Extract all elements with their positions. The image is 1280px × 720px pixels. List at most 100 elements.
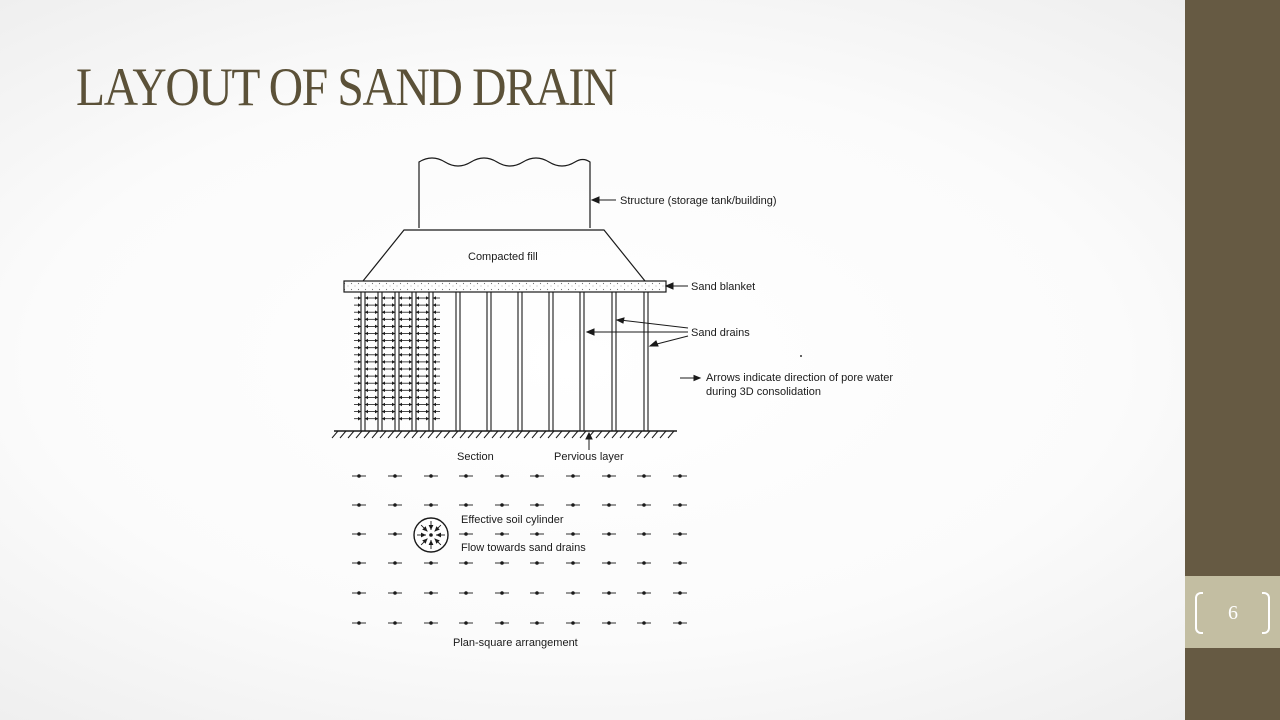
pore-water-arrow <box>433 345 440 350</box>
plan-drain-symbol <box>388 621 402 625</box>
pore-water-arrow <box>399 317 412 322</box>
pore-water-arrow <box>433 395 440 400</box>
radial-flow-arrow <box>436 532 445 538</box>
pore-water-arrow <box>365 324 378 329</box>
sand-blanket <box>343 280 667 293</box>
pore-water-arrow <box>354 338 361 343</box>
plan-drain-symbol <box>495 561 509 565</box>
plan-drain-symbol <box>530 503 544 507</box>
sand-drain <box>486 292 492 431</box>
pore-water-arrow <box>399 353 412 357</box>
sand-drain <box>360 292 366 431</box>
plan-drain-symbol <box>673 621 687 625</box>
sand-drains-label: Sand drains <box>691 327 750 339</box>
hatch-mark <box>427 430 435 439</box>
hatch-mark <box>379 430 387 439</box>
plan-drain-symbol <box>530 621 544 625</box>
pore-water-arrow <box>416 296 429 300</box>
pore-water-arrow <box>433 374 440 378</box>
effective-soil-cylinder <box>413 517 449 553</box>
hatch-mark <box>667 430 675 439</box>
plan-drain-symbol <box>673 474 687 478</box>
plan-drain-symbol <box>459 591 473 595</box>
sand-drain <box>611 292 617 431</box>
pore-water-arrow <box>416 331 429 336</box>
plan-drain-symbol <box>530 474 544 478</box>
pointer-pervious-layer <box>585 431 593 450</box>
radial-flow-arrow <box>428 521 434 530</box>
pore-water-arrow <box>433 388 440 393</box>
hatch-mark <box>563 430 571 439</box>
sand-drain <box>411 292 417 431</box>
sand-drain <box>517 292 523 431</box>
hatch-mark <box>571 430 579 439</box>
sand-drain <box>548 292 554 431</box>
pore-water-arrow <box>399 416 412 421</box>
plan-drain-symbol <box>424 503 438 507</box>
plan-drain-symbol <box>637 561 651 565</box>
plan-drain-symbol <box>602 591 616 595</box>
plan-drain-symbol <box>388 561 402 565</box>
plan-drain-symbol <box>530 591 544 595</box>
pore-water-arrow <box>354 324 361 329</box>
pore-water-arrow <box>416 303 429 307</box>
hatch-mark <box>443 430 451 439</box>
pore-water-arrow <box>354 345 361 350</box>
pore-water-arrow <box>382 409 395 414</box>
plan-drain-symbol <box>637 503 651 507</box>
pore-water-arrow <box>433 296 440 300</box>
plan-drain-symbol <box>424 591 438 595</box>
page-bracket-left <box>1195 592 1203 634</box>
pore-water-arrow <box>399 402 412 407</box>
pore-water-arrow <box>382 367 395 371</box>
hatch-mark <box>451 430 459 439</box>
stray-dot <box>800 355 802 357</box>
pore-water-arrow <box>416 353 429 357</box>
pore-water-arrow <box>399 367 412 371</box>
plan-drain-symbol <box>495 474 509 478</box>
pointer-structure <box>590 196 616 204</box>
pore-water-arrow <box>382 296 395 300</box>
compacted-fill-label: Compacted fill <box>468 251 538 263</box>
sand-drain <box>455 292 461 431</box>
ground-hatching <box>331 430 675 439</box>
hatch-mark <box>331 430 339 439</box>
pore-water-arrow <box>365 402 378 407</box>
pore-water-arrow <box>382 331 395 336</box>
plan-drain-symbol <box>495 503 509 507</box>
plan-drain-symbol <box>388 474 402 478</box>
pore-water-arrow <box>416 388 429 393</box>
sand-blanket-label: Sand blanket <box>691 281 755 293</box>
pore-water-arrow <box>354 409 361 414</box>
effective-soil-cylinder-label: Effective soil cylinder <box>461 514 564 526</box>
pore-water-arrow <box>382 388 395 393</box>
pore-water-arrow <box>354 353 361 357</box>
plan-drain-symbol <box>602 621 616 625</box>
hatch-mark <box>491 430 499 439</box>
hatch-mark <box>635 430 643 439</box>
plan-drain-symbol <box>602 474 616 478</box>
plan-drain-symbol <box>602 561 616 565</box>
pore-water-arrow <box>399 296 412 300</box>
pore-water-arrow <box>365 310 378 314</box>
pore-water-arrow <box>399 381 412 385</box>
pointer-sand-blanket <box>664 282 688 290</box>
plan-drain-symbol <box>352 474 366 478</box>
pore-water-arrow <box>365 345 378 350</box>
hatch-mark <box>459 430 467 439</box>
hatch-mark <box>539 430 547 439</box>
pore-water-arrows <box>354 296 440 421</box>
page-bracket-right <box>1262 592 1270 634</box>
plan-drain-symbol <box>424 621 438 625</box>
pore-water-arrow <box>416 367 429 371</box>
pore-water-arrow <box>354 317 361 322</box>
hatch-mark <box>507 430 515 439</box>
sand-drain <box>643 292 649 431</box>
plan-drain-symbol <box>602 503 616 507</box>
plan-drain-symbol <box>459 503 473 507</box>
pore-water-arrow <box>365 338 378 343</box>
pore-water-arrow <box>382 374 395 378</box>
hatch-mark <box>435 430 443 439</box>
hatch-mark <box>619 430 627 439</box>
radial-flow-arrow <box>428 540 434 549</box>
